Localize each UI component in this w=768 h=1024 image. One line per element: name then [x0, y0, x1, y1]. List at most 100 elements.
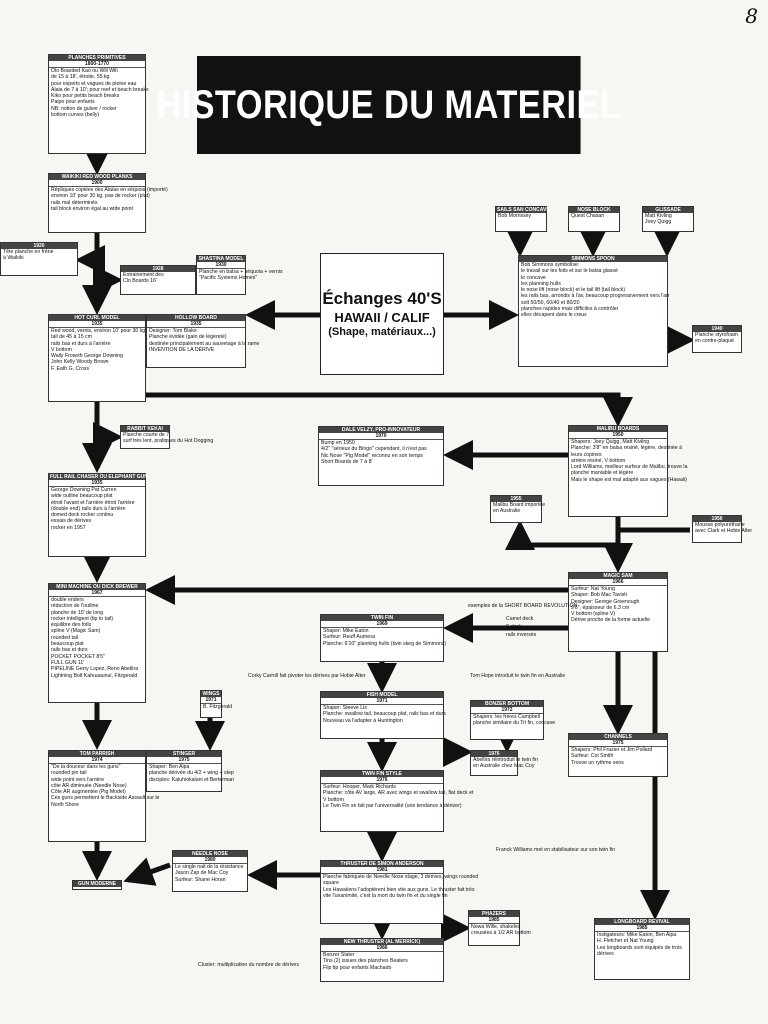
box-line: Entrainement des [123, 272, 164, 278]
box-line: Planche courte de 7' [123, 432, 171, 438]
box-line: Nic Nose "Pig Model" reconnu en son temp… [321, 452, 424, 459]
box-year: 1986 [321, 945, 443, 952]
box-title: NOSE BLOCK [569, 207, 619, 213]
box-line: avec Clark et Hobie Alter [695, 528, 753, 535]
box-line: rocker intelligent (tip to tail) [51, 615, 113, 622]
box-line: Matt Kivling [645, 213, 672, 219]
box-line: NB: notion de gulver / rocker [51, 105, 117, 112]
box-line: vite l'unanimité, c'est la mort du twin … [323, 892, 448, 899]
box-line: en Australie [493, 508, 521, 515]
box-line: Quest Chasan [571, 213, 605, 219]
box-line: Shaper: Mike Eaton [323, 628, 369, 634]
box-line: Surfeur: Nat Young [571, 586, 615, 592]
box-line: (double end) rails durs à l'arrière [51, 505, 126, 512]
arrow-hotcurl-to-malibu [146, 392, 633, 427]
box-line: les rails bas, arrondis à l'av, beaucoup… [521, 293, 670, 300]
box-line: rails bas et durs [51, 647, 88, 654]
box-title: GLISSADE [643, 207, 693, 213]
box-line: double enders [51, 597, 84, 603]
box-title: MAGIC SAM [569, 573, 667, 579]
box-line: B. Fitzgerald [203, 704, 233, 710]
box-line: Bump en 1950 [321, 440, 355, 446]
box-year: 1935 [49, 480, 145, 487]
box-year: 1969 [321, 621, 443, 628]
box-line: wide outline beaucoup plat [51, 493, 113, 500]
box-line: destinée principalement au sauvetage à l… [149, 340, 260, 347]
box-line: les planning hulls [521, 280, 561, 287]
box-line: square [323, 880, 339, 887]
box-line: Surfeur: Col Smith [571, 753, 614, 760]
box-line: Bonzer Slater [323, 952, 355, 958]
box-title: GUN MODERNE [73, 881, 121, 887]
box-year: 1930 [197, 262, 245, 269]
box-year: 1967 [49, 590, 145, 597]
box-line: planche similaire du Tri fin, concave [473, 720, 556, 727]
box-line: rounded pin tail [51, 770, 87, 777]
box-title: CHANNELS [569, 734, 667, 740]
box-line: Shapers: Phil Frazier et Jim Pollard [571, 747, 653, 753]
box-line: elles décapent dans le creux [521, 312, 587, 319]
box-line: le concave [521, 274, 546, 281]
box-line: à Waikiki [3, 255, 24, 262]
box-title: Wings [201, 691, 221, 697]
box-line: Designer: George Greenough [571, 598, 640, 605]
box-year: 1900 [49, 180, 145, 187]
box-wings: Wings1971B. Fitzgerald [200, 690, 233, 718]
box-line: Les longboards sont équipés de trois [597, 944, 682, 951]
box-gun-moderne: GUN MODERNE [72, 880, 122, 890]
box-line: Shapers: les frères Campbell [473, 714, 540, 720]
box-line: bottom curves (belly) [51, 112, 100, 119]
box-line: planche maniable et légère [571, 470, 634, 477]
box-title: FISH MODEL [321, 692, 443, 698]
box-title: LONGBOARD REVIVAL [595, 919, 689, 925]
note-cluster: Cluster: multiplication du nombre de dér… [198, 962, 299, 968]
box-title: SAILS SAN CONCAVE [496, 207, 550, 213]
box-line: rounded tail [51, 634, 79, 641]
box-line: spline V (Magic Sam) [51, 628, 101, 635]
box-year: 1975 [147, 757, 221, 764]
center-line-1: Échanges 40'S [322, 289, 442, 309]
box-title: HOLLOW BOARD [147, 315, 245, 321]
box-year: 1976 [321, 777, 443, 784]
note-franck: Franck Williams met en stabilisateur sur… [496, 847, 616, 853]
box-line: Les Hawaiiens l'adoptèrent bien vite aux… [323, 886, 475, 893]
box-title: TWIN FIN STYLE [321, 771, 443, 777]
box-line: Malibu Board importée [493, 502, 546, 508]
box-title: 1955 [491, 496, 541, 502]
box-title: MINI MACHINE OU DICK BREWER [49, 584, 145, 590]
box-title: 1928 [121, 266, 195, 272]
box-line: Ces guns permettent le Backside Assault … [51, 795, 160, 802]
note-tom-hope: Tom Hope introduit le twin fin en Austra… [470, 673, 566, 679]
box-title: MALIBU BOARDS [569, 426, 667, 432]
box-line: "Pacific Systems Homes" [199, 275, 258, 282]
box-line: wide point vers l'arrière [51, 776, 105, 783]
note-rev-2: S deck [506, 624, 522, 630]
box-line: INVENTION DE LA DÉRIVE [149, 346, 215, 353]
box-line: essais de dérives [51, 518, 92, 525]
box-line: Alaia de 7 à 10'; pour reef et beach bre… [51, 86, 149, 93]
box-line: le nose lift (nose block) et le tail lif… [521, 287, 626, 294]
box-line: Shaper: Ben Aipa [149, 764, 190, 770]
box-line: Répliques copiées des Alaïas en séquoia … [51, 187, 168, 193]
box-line: rails mal déterminés [51, 199, 98, 206]
box-line: dérives [597, 950, 614, 957]
box-year: 1971 [201, 697, 221, 704]
box-line: planche dérivée du 4/2 + wing + step [149, 770, 234, 777]
box-line: Shaper: Steeve Lis [323, 705, 367, 711]
box-line: Flip tip pour enfants Machado [323, 964, 392, 971]
box-line: Abellira réintroduit le twin fin [473, 757, 538, 763]
